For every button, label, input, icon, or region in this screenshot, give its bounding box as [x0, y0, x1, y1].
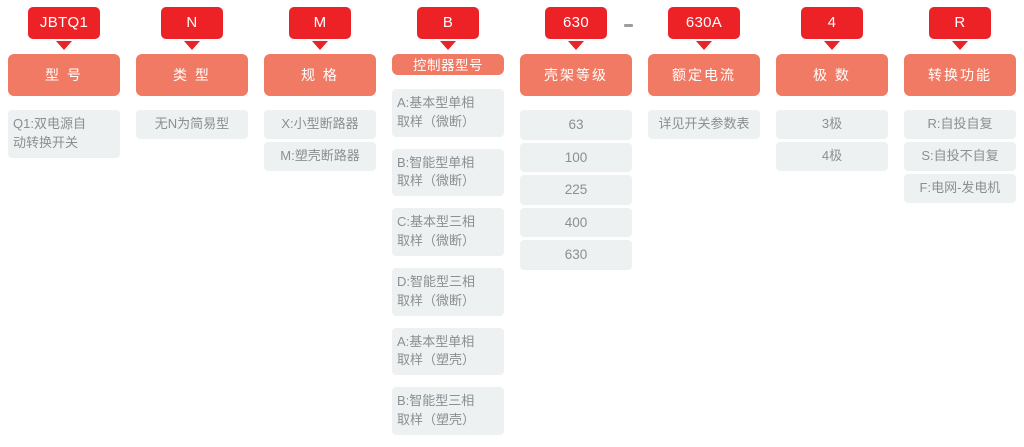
segment-option: 详见开关参数表 — [648, 110, 760, 139]
segment-option: B:智能型单相 取样（微断） — [392, 148, 504, 197]
segment-option: R:自投自复 — [904, 110, 1016, 139]
segment-option: 无N为简易型 — [136, 110, 248, 139]
segment-option: S:自投不自复 — [904, 141, 1016, 171]
segment-option-list: Q1:双电源自 动转换开关 — [8, 110, 120, 170]
segment-option: 4极 — [776, 141, 888, 171]
segment-option: A:基本型单相 取样（塑壳） — [392, 327, 504, 376]
segment-option-list: A:基本型单相 取样（微断） B:智能型单相 取样（微断） C:基本型三相 取样（微… — [392, 88, 504, 447]
code-badge-slot: N — [161, 0, 223, 39]
segment-option: C:基本型三相 取样（微断） — [392, 208, 504, 256]
segment-option: M:塑壳断路器 — [264, 141, 376, 171]
segment-header-bar: 极 数 — [776, 54, 888, 96]
code-badge[interactable]: 630A — [668, 7, 740, 39]
code-badge-slot: 630A — [668, 0, 740, 39]
code-badge[interactable]: N — [161, 7, 223, 39]
code-badge-slot: 630 — [545, 0, 607, 39]
down-arrow-icon — [56, 41, 72, 50]
code-badge[interactable]: 630 — [545, 7, 607, 39]
segment-header-bar: 控制器型号 — [392, 54, 504, 75]
down-arrow-icon — [440, 41, 456, 50]
model-segment-column: B 控制器型号 A:基本型单相 取样（微断） B:智能型单相 取样（微断） C:基本型三… — [384, 0, 512, 447]
segment-option: 63 — [520, 110, 632, 140]
segment-option: 225 — [520, 175, 632, 205]
code-badge-slot: 4 — [801, 0, 863, 39]
segment-option: 400 — [520, 207, 632, 238]
segment-header-bar: 转换功能 — [904, 54, 1016, 96]
model-segment-column: N 类 型无N为简易型 — [128, 0, 256, 447]
segment-option-list: 无N为简易型 — [136, 110, 248, 142]
segment-option: 630 — [520, 240, 632, 270]
segment-header-bar: 壳架等级 — [520, 54, 632, 96]
code-badge[interactable]: 4 — [801, 7, 863, 39]
down-arrow-icon — [952, 41, 968, 50]
segment-header-bar: 型 号 — [8, 54, 120, 96]
segment-option: 3极 — [776, 110, 888, 139]
code-badge[interactable]: R — [929, 7, 991, 39]
down-arrow-icon — [696, 41, 712, 50]
down-arrow-icon — [824, 41, 840, 50]
down-arrow-icon — [312, 41, 328, 50]
model-segment-column: 630A 额定电流详见开关参数表 — [640, 0, 768, 447]
code-separator-dash — [624, 24, 633, 27]
segment-header-bar: 额定电流 — [648, 54, 760, 96]
segment-header-bar: 类 型 — [136, 54, 248, 96]
model-segment-column: JBTQ1 型 号 Q1:双电源自 动转换开关 — [0, 0, 128, 447]
segment-option: B:智能型三相 取样（塑壳） — [392, 387, 504, 435]
code-badge[interactable]: B — [417, 7, 479, 39]
segment-header-bar: 规 格 — [264, 54, 376, 96]
down-arrow-icon — [184, 41, 200, 50]
segment-option: X:小型断路器 — [264, 110, 376, 139]
segment-option-list: 详见开关参数表 — [648, 110, 760, 142]
code-badge[interactable]: M — [289, 7, 351, 39]
segment-option: 100 — [520, 142, 632, 173]
segment-option: A:基本型单相 取样（微断） — [392, 88, 504, 137]
down-arrow-icon — [568, 41, 584, 50]
segment-option: D:智能型三相 取样（微断） — [392, 267, 504, 316]
segment-option: F:电网-发电机 — [904, 173, 1016, 203]
code-badge-slot: R — [929, 0, 991, 39]
segment-option: Q1:双电源自 动转换开关 — [8, 110, 120, 158]
code-badge-slot: B — [417, 0, 479, 39]
code-badge-slot: JBTQ1 — [28, 0, 100, 39]
code-badge-slot: M — [289, 0, 351, 39]
code-badge[interactable]: JBTQ1 — [28, 7, 100, 39]
